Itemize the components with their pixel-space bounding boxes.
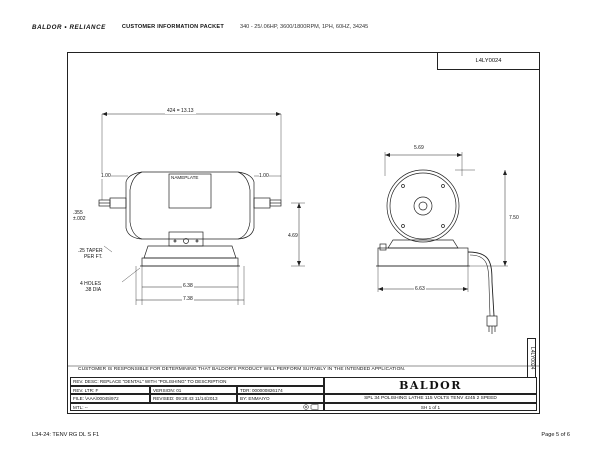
rev-description: REV. DESC: REPLACE "DENTAL" WITH "POLISH…: [70, 377, 324, 386]
baldor-reliance-logo: BALDOR • RELIANCE: [32, 23, 106, 31]
revised-by: BY: ENMAIYO: [237, 394, 324, 403]
dim-taper: .25 TAPER PER FT.: [78, 248, 103, 260]
footer-left: L34-24: TENV RG DL S F1: [32, 432, 100, 438]
page-number: Page 5 of 6: [541, 432, 570, 438]
material: MTL: --: [70, 402, 324, 411]
dim-shaft-left: 1.00: [101, 173, 111, 179]
tdr-number: TDR: 000000826174: [237, 385, 324, 394]
dim-base-inner: 6.38: [182, 283, 194, 289]
dim-overall-length: 424 = 13.13: [165, 108, 196, 114]
dim-shaft-right: 1.00: [259, 173, 269, 179]
sheet-number: SH 1 of 1: [324, 403, 537, 411]
motor-spec: 340 - 25/.06HP, 3600/1800RPM, 1PH, 60HZ,…: [239, 24, 369, 30]
dim-end-base: 6.63: [414, 286, 426, 292]
title-block: REV. DESC: REPLACE "DENTAL" WITH "POLISH…: [70, 377, 537, 411]
end-view-motor: [376, 152, 508, 334]
dim-side-height: 4.69: [288, 233, 298, 239]
dim-shaft-diameter: .355 ±.002: [73, 210, 86, 222]
customer-notice: CUSTOMER IS RESPONSIBLE FOR DETERMINING …: [78, 367, 406, 372]
dim-end-width: 5.69: [414, 145, 424, 151]
baldor-logo: BALDOR: [324, 377, 537, 394]
dim-end-height: 7.50: [509, 215, 519, 221]
dim-mount-holes: 4 HOLES .38 DIA: [80, 281, 102, 293]
packet-title: CUSTOMER INFORMATION PACKET: [121, 24, 224, 30]
nameplate-label: NAMEPLATE: [171, 175, 199, 180]
dim-base-outer: 7.38: [182, 296, 194, 302]
projection-symbol-icon: [303, 404, 319, 410]
file-path: FILE: \AAA\00045\972: [70, 394, 150, 403]
drawing-number-tag: L4LY0024: [437, 53, 539, 70]
revised-date: REVISED: 09:28:43 11/14/2013: [150, 394, 237, 403]
product-description: SPL 34 POLISHING LATHE 115 VOLTS TENV 42…: [324, 394, 537, 403]
page-header: BALDOR • RELIANCE CUSTOMER INFORMATION P…: [32, 22, 368, 32]
version: VERSION: 01: [150, 385, 237, 394]
drawing-frame: L4LY0024 L4LY0024: [67, 52, 540, 414]
rev-letter: REV. LTR: F: [70, 385, 150, 394]
side-view-motor: [98, 112, 305, 305]
